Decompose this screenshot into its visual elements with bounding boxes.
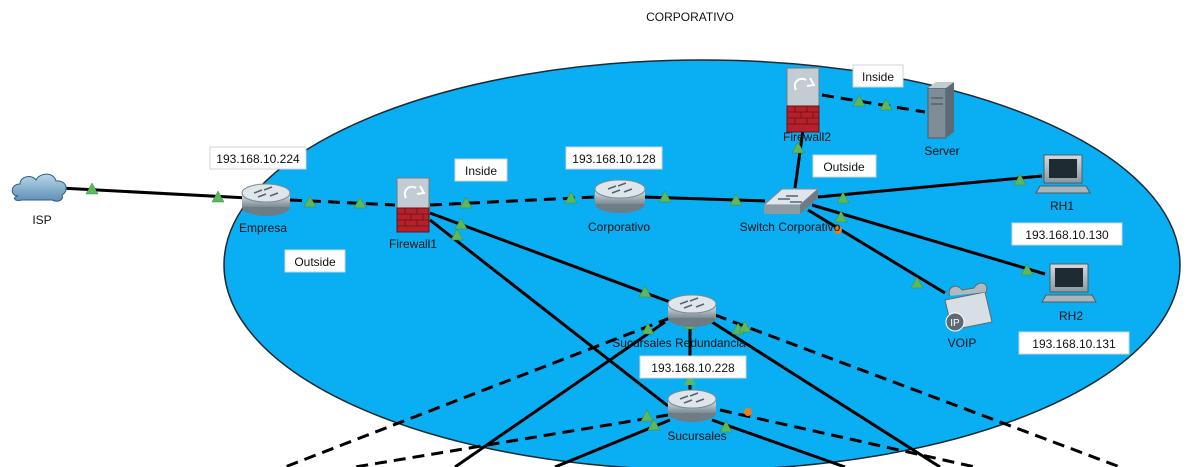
firewall1-label: Firewall1 xyxy=(389,237,437,251)
link-down-indicators xyxy=(744,226,842,416)
link-up-indicator xyxy=(834,210,848,223)
link-up-indicator xyxy=(638,285,652,298)
link-up-indicator xyxy=(211,190,225,203)
link-up-indicator xyxy=(738,320,752,333)
link-up-indicator xyxy=(719,420,733,433)
router-corporativo-icon[interactable] xyxy=(594,179,646,213)
pc-rh1-icon[interactable] xyxy=(1035,154,1091,194)
link-up-indicator xyxy=(684,374,696,385)
voip-phone-icon[interactable]: IP xyxy=(944,282,993,332)
link-up-indicator xyxy=(450,228,464,241)
router-sucursales-redundancia-label: Sucursales Redundancia xyxy=(612,336,746,350)
link-up-indicator xyxy=(647,418,661,431)
firewall2-icon[interactable] xyxy=(786,67,820,133)
link-up-indicator xyxy=(879,98,893,111)
link-redundancia-branch-d[interactable] xyxy=(714,313,1121,467)
ip-box-sucursales: 193.168.10.228 xyxy=(639,355,747,379)
link-switch-rh1[interactable] xyxy=(817,174,1043,199)
svg-text:193.168.10.131: 193.168.10.131 xyxy=(1032,337,1116,351)
link-up-indicator xyxy=(910,276,924,289)
link-redundancia-branch-b[interactable] xyxy=(454,320,666,467)
inside-box-firewall1: Inside xyxy=(454,158,508,182)
switch-corporativo-icon[interactable] xyxy=(762,188,820,214)
router-empresa-icon[interactable] xyxy=(241,183,291,216)
isp-label: ISP xyxy=(32,213,51,227)
link-up-indicator xyxy=(85,182,99,195)
link-switch-rh2[interactable] xyxy=(811,203,1046,276)
router-empresa-label: Empresa xyxy=(239,221,287,235)
link-sucursales-branch-c[interactable] xyxy=(711,418,846,467)
svg-text:193.168.10.228: 193.168.10.228 xyxy=(651,361,735,375)
firewall1-icon[interactable] xyxy=(396,177,430,233)
link-up-indicator xyxy=(303,195,317,208)
switch-corporativo-label: Switch Corporativo xyxy=(740,220,841,234)
server-icon[interactable] xyxy=(927,82,954,139)
svg-text:193.168.10.130: 193.168.10.130 xyxy=(1025,228,1109,242)
ip-box-rh2: 193.168.10.131 xyxy=(1018,331,1130,355)
svg-text:193.168.10.128: 193.168.10.128 xyxy=(572,152,656,166)
svg-text:193.168.10.224: 193.168.10.224 xyxy=(216,152,300,166)
link-up-indicator xyxy=(836,191,850,204)
outside-box-firewall2: Outside xyxy=(812,154,877,178)
link-switch-firewall2[interactable] xyxy=(793,129,805,189)
svg-text:Outside: Outside xyxy=(294,255,336,269)
link-switch-voip[interactable] xyxy=(807,208,946,295)
region-title: CORPORATIVO xyxy=(646,10,734,24)
pc-rh2-icon[interactable] xyxy=(1041,263,1097,303)
link-up-indicator xyxy=(564,191,578,204)
link-firewall1-sucursales[interactable] xyxy=(429,218,669,408)
link-up-indicator xyxy=(791,141,805,154)
outside-box-empresa: Outside xyxy=(284,249,346,273)
router-sucursales-label: Sucursales xyxy=(667,429,726,443)
isp-cloud-icon[interactable] xyxy=(11,173,67,202)
link-up-indicator xyxy=(454,217,468,230)
link-up-indicator xyxy=(459,196,473,209)
server-label: Server xyxy=(924,144,959,158)
link-down-indicator xyxy=(834,226,842,234)
ip-box-rh1: 193.168.10.130 xyxy=(1011,222,1123,246)
link-firewall1-redundancia[interactable] xyxy=(429,211,671,304)
voip-ip-badge: IP xyxy=(950,318,960,329)
link-up-indicator xyxy=(641,322,655,335)
ip-box-empresa: 193.168.10.224 xyxy=(209,146,307,170)
voip-label: VOIP xyxy=(948,336,977,350)
router-sucursales-icon[interactable] xyxy=(667,389,717,422)
firewall2-label: Firewall2 xyxy=(783,130,831,144)
inside-box-firewall2: Inside xyxy=(852,64,904,88)
link-up-indicator xyxy=(1013,173,1027,186)
link-up-indicator xyxy=(640,409,654,422)
link-sucursales-branch-d[interactable] xyxy=(719,408,976,467)
link-up-indicator xyxy=(1020,263,1034,276)
link-up-indicator xyxy=(852,94,866,107)
link-down-indicator xyxy=(744,408,752,416)
link-up-indicator xyxy=(729,193,743,206)
ip-box-corporativo: 193.168.10.128 xyxy=(565,146,663,170)
router-corporativo-label: Corporativo xyxy=(588,220,650,234)
pc-rh1-label: RH1 xyxy=(1050,199,1074,213)
link-redundancia-branch-c[interactable] xyxy=(711,320,941,467)
link-redundancia-branch-a[interactable] xyxy=(284,316,671,467)
link-firewall2-server[interactable] xyxy=(821,93,926,114)
svg-text:Inside: Inside xyxy=(465,164,497,178)
link-empresa-firewall1[interactable] xyxy=(289,198,396,207)
svg-text:Outside: Outside xyxy=(823,160,865,174)
link-sucursales-branch-a[interactable] xyxy=(354,413,669,467)
link-up-indicator xyxy=(658,190,672,203)
router-sucursales-redundancia-icon[interactable] xyxy=(667,294,717,327)
svg-text:Inside: Inside xyxy=(862,70,894,84)
pc-rh2-label: RH2 xyxy=(1059,309,1083,323)
link-up-indicator xyxy=(353,196,367,209)
